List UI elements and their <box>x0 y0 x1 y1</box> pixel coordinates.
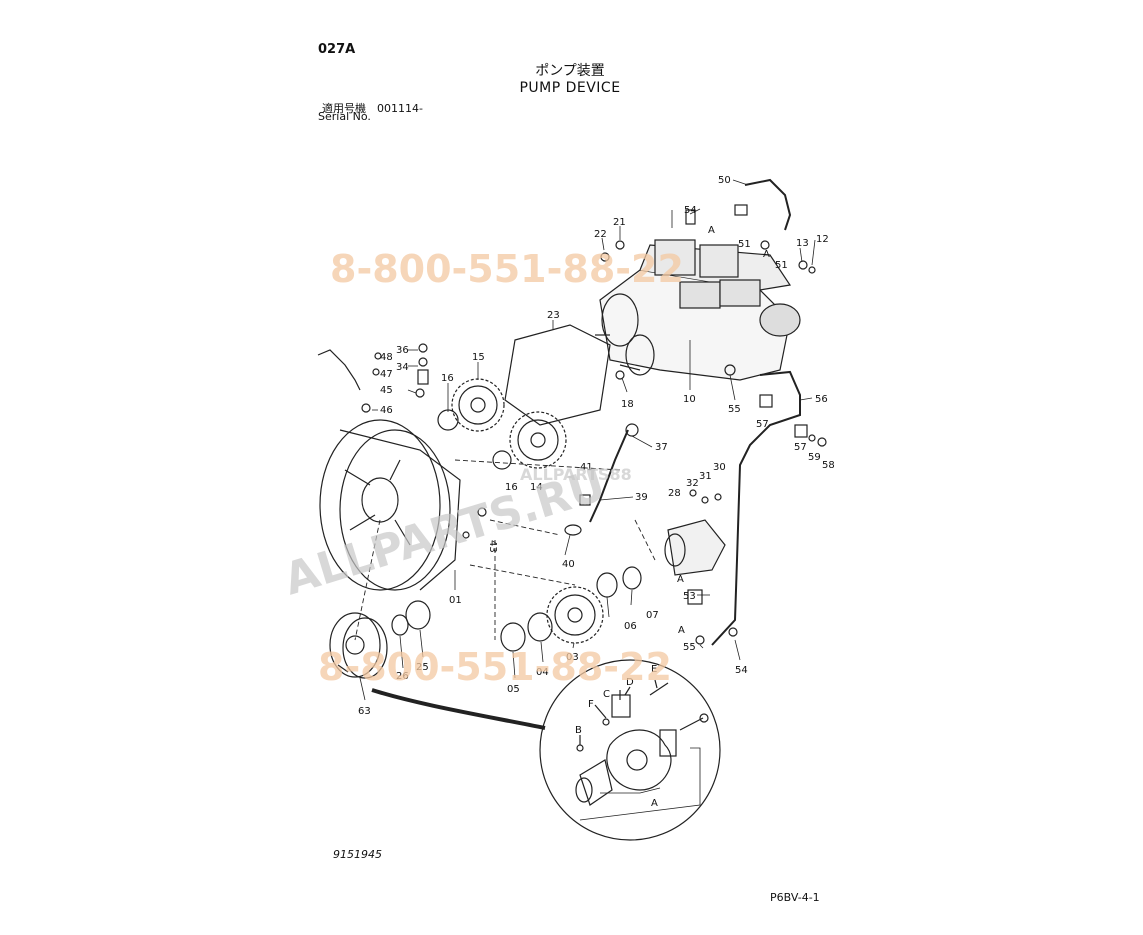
callout-56: 56 <box>815 394 828 405</box>
callout-a: A <box>677 574 684 585</box>
callout-54: 54 <box>735 665 748 676</box>
callout-14: 14 <box>530 482 543 493</box>
callout-10: 10 <box>683 394 696 405</box>
callout-48: 48 <box>380 352 393 363</box>
callout-01: 01 <box>449 595 462 606</box>
gear-03 <box>546 586 604 644</box>
callout-51: 51 <box>775 260 788 271</box>
callout-57: 57 <box>794 442 807 453</box>
callout-54: 54 <box>684 205 697 216</box>
callout-46: 46 <box>380 405 393 416</box>
callout-26: 26 <box>396 671 409 682</box>
pipe-50 <box>744 178 792 231</box>
callout-50: 50 <box>718 175 731 186</box>
gear-shaft-04 <box>527 612 553 642</box>
bearing-16 <box>437 409 459 431</box>
callout-37: 37 <box>655 442 668 453</box>
callout-39: 39 <box>635 492 648 503</box>
coupling-detail-view <box>539 659 721 841</box>
callout-a: A <box>678 625 685 636</box>
callout-34: 34 <box>396 362 409 373</box>
callout-16: 16 <box>441 373 454 384</box>
callout-43: 43 <box>487 540 498 553</box>
drawing-number: 9151945 <box>333 848 382 861</box>
callout-25: 25 <box>416 662 429 673</box>
callout-18: 18 <box>621 399 634 410</box>
watermark-phone-top: 8-800-551-88-22 <box>330 247 684 291</box>
page-title: PUMP DEVICE <box>519 80 621 96</box>
page-reference: P6BV-4-1 <box>770 891 820 904</box>
callout-58: 58 <box>822 460 835 471</box>
coupling <box>329 612 388 679</box>
page-code: 027A <box>318 42 356 57</box>
callout-30: 30 <box>713 462 726 473</box>
small-fittings <box>317 204 827 645</box>
callout-b: B <box>575 725 582 736</box>
callout-13: 13 <box>796 238 809 249</box>
bearing-16b <box>492 450 512 470</box>
ring-26 <box>391 614 409 636</box>
callout-15: 15 <box>472 352 485 363</box>
serial-label: Serial No. <box>318 110 371 123</box>
callout-47: 47 <box>380 369 393 380</box>
snap-ring-07 <box>622 566 642 590</box>
callout-36: 36 <box>396 345 409 356</box>
callout-e: E <box>651 664 657 675</box>
detail-leader <box>371 688 546 730</box>
callout-40: 40 <box>562 559 575 570</box>
callout-labels: 50 54 21 22 A 51 A 13 12 51 23 15 36 48 … <box>358 175 835 809</box>
assembly-guide-lines <box>354 459 656 641</box>
serial-label-japanese: 適用号機 001114- <box>322 102 423 115</box>
watermark-phone-bottom: 8-800-551-88-22 <box>318 645 672 689</box>
pump-housing <box>319 419 461 591</box>
callout-32: 32 <box>686 478 699 489</box>
callout-a: A <box>708 225 715 236</box>
callout-d: D <box>626 677 634 688</box>
pipe-39 <box>589 429 629 523</box>
callout-06: 06 <box>624 621 637 632</box>
page-title-japanese: ポンプ装置 <box>535 63 605 79</box>
callout-55: 55 <box>728 404 741 415</box>
gear-15 <box>451 378 505 432</box>
callout-21: 21 <box>613 217 626 228</box>
callout-51: 51 <box>738 239 751 250</box>
bearing-05 <box>500 622 526 652</box>
callout-41: 41 <box>580 462 593 473</box>
callout-23: 23 <box>547 310 560 321</box>
callout-12: 12 <box>816 234 829 245</box>
callout-55: 55 <box>683 642 696 653</box>
callout-04: 04 <box>536 667 549 678</box>
callout-63: 63 <box>358 706 371 717</box>
gasket <box>504 324 611 426</box>
snap-ring-40 <box>564 524 582 536</box>
callout-59: 59 <box>808 452 821 463</box>
gear-14 <box>509 411 567 469</box>
callout-45: 45 <box>380 385 393 396</box>
callout-a: A <box>651 798 658 809</box>
callout-c: C <box>603 689 610 700</box>
callout-22: 22 <box>594 229 607 240</box>
callout-31: 31 <box>699 471 712 482</box>
callout-28: 28 <box>668 488 681 499</box>
leader-lines <box>359 179 816 701</box>
watermark-site-small: ALLPARTS88 <box>520 465 632 484</box>
callout-16: 16 <box>505 482 518 493</box>
callout-f: F <box>588 699 594 710</box>
callout-57: 57 <box>756 419 769 430</box>
callout-05: 05 <box>507 684 520 695</box>
callout-07: 07 <box>646 610 659 621</box>
bearing-06 <box>596 572 618 598</box>
callout-03: 03 <box>566 652 579 663</box>
bearing-25 <box>405 600 431 630</box>
pump-body <box>595 239 801 381</box>
pipe-56 <box>711 370 801 646</box>
callout-a: A <box>763 249 770 260</box>
gear-pump <box>664 519 726 576</box>
callout-53: 53 <box>683 591 696 602</box>
